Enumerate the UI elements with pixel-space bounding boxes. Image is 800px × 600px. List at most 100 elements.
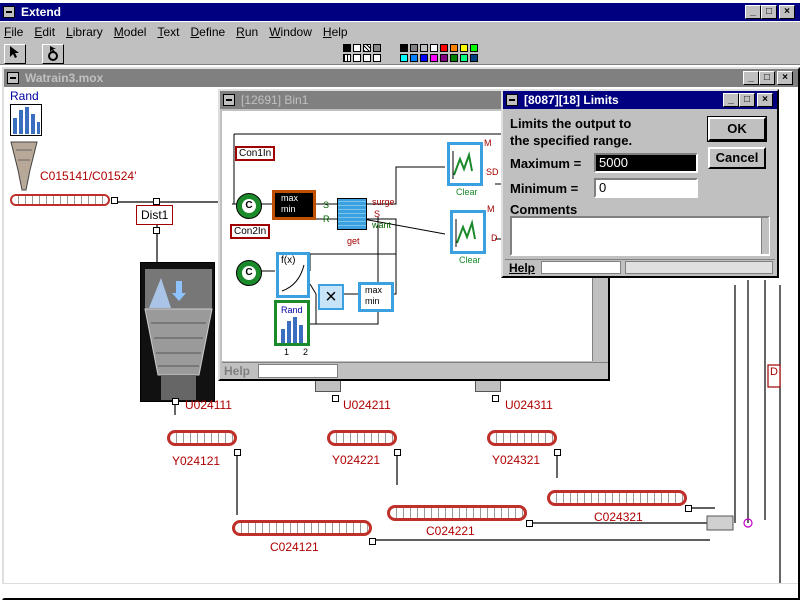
menu-window[interactable]: Window <box>269 24 312 39</box>
system-menu-icon[interactable] <box>506 94 518 106</box>
rand-histogram-icon[interactable] <box>10 104 42 136</box>
pattern-swatch[interactable] <box>353 44 361 52</box>
pattern-palette[interactable] <box>343 44 393 64</box>
menu-text[interactable]: Text <box>157 24 180 39</box>
minimize-icon[interactable]: _ <box>745 5 761 19</box>
help-text-field[interactable] <box>258 364 338 378</box>
output-port[interactable] <box>111 197 118 204</box>
maximize-icon[interactable]: □ <box>739 93 755 107</box>
max-min-block-2[interactable]: max min <box>358 282 394 312</box>
menu-file[interactable]: File <box>4 24 24 39</box>
output-port[interactable] <box>685 505 692 512</box>
comments-textarea[interactable] <box>510 216 770 256</box>
maximize-icon[interactable]: □ <box>759 71 775 85</box>
conveyor-y024321[interactable] <box>487 430 557 446</box>
con1in-connector[interactable]: Con1In <box>235 146 276 161</box>
equation-block[interactable]: f(x) <box>276 252 310 298</box>
maximize-icon[interactable]: □ <box>761 5 777 19</box>
max-min-block-1[interactable]: max min <box>272 190 316 220</box>
output-port[interactable] <box>369 538 376 545</box>
color-swatch[interactable] <box>470 44 478 52</box>
color-swatch[interactable] <box>410 54 418 62</box>
conveyor-y024221[interactable] <box>327 430 397 446</box>
minimize-icon[interactable]: _ <box>723 93 739 107</box>
pattern-swatch[interactable] <box>353 54 361 62</box>
conveyor-y024121[interactable] <box>167 430 237 446</box>
output-port[interactable] <box>153 227 160 234</box>
close-icon[interactable]: × <box>779 5 795 19</box>
color-swatch[interactable] <box>430 44 438 52</box>
menu-help[interactable]: Help <box>322 24 348 39</box>
pattern-swatch[interactable] <box>363 54 371 62</box>
help-button[interactable]: Help <box>224 364 251 378</box>
comments-scrollbar[interactable] <box>761 218 769 254</box>
pattern-swatch[interactable] <box>343 54 351 62</box>
con2in-connector[interactable]: Con2In <box>230 224 271 239</box>
color-swatch[interactable] <box>420 44 428 52</box>
help-scrollbar[interactable] <box>625 261 773 274</box>
conveyor-c024221[interactable] <box>387 505 527 521</box>
output-port[interactable] <box>554 449 561 456</box>
minimum-field[interactable]: 0 <box>594 178 698 198</box>
ok-button[interactable]: OK <box>707 116 767 142</box>
color-swatch[interactable] <box>460 54 468 62</box>
menu-run[interactable]: Run <box>236 24 259 39</box>
system-menu-icon[interactable] <box>7 72 19 84</box>
u024211-hopper[interactable] <box>315 380 341 392</box>
pattern-swatch[interactable] <box>363 44 371 52</box>
help-button[interactable]: Help <box>509 261 536 275</box>
constant-block-1[interactable]: C <box>236 193 262 219</box>
cancel-button[interactable]: Cancel <box>708 147 766 169</box>
color-swatch[interactable] <box>440 54 448 62</box>
pattern-swatch[interactable] <box>373 44 381 52</box>
maximum-field[interactable]: 5000 <box>594 153 698 173</box>
color-swatch[interactable] <box>400 54 408 62</box>
source-conveyor[interactable] <box>10 194 110 206</box>
close-icon[interactable]: × <box>757 93 773 107</box>
pattern-swatch[interactable] <box>343 44 351 52</box>
menu-model[interactable]: Model <box>113 24 147 39</box>
rand-block[interactable]: Rand <box>274 300 310 346</box>
arrow-cursor-icon[interactable] <box>4 44 26 64</box>
bin-image[interactable] <box>140 262 215 402</box>
link-tool-icon[interactable] <box>42 44 64 64</box>
multiply-block[interactable]: × <box>318 284 344 310</box>
conveyor-c024121[interactable] <box>232 520 372 536</box>
color-swatch[interactable] <box>420 54 428 62</box>
minimize-icon[interactable]: _ <box>743 71 759 85</box>
u024311-hopper[interactable] <box>475 380 501 392</box>
conveyor-label-c024121: C024121 <box>270 540 319 554</box>
bin-logic-block[interactable] <box>337 198 367 230</box>
horizontal-scrollbar[interactable] <box>2 583 798 598</box>
color-swatch[interactable] <box>460 44 468 52</box>
menu-library[interactable]: Library <box>66 24 103 39</box>
input-port[interactable] <box>153 198 160 205</box>
color-swatch[interactable] <box>470 54 478 62</box>
output-port[interactable] <box>234 449 241 456</box>
output-port[interactable] <box>332 395 339 402</box>
color-palette[interactable] <box>400 44 486 64</box>
system-menu-icon[interactable] <box>223 94 235 106</box>
plotter-block-2[interactable] <box>450 210 486 254</box>
color-swatch[interactable] <box>440 44 448 52</box>
plotter-block-1[interactable] <box>447 142 483 186</box>
pattern-swatch[interactable] <box>373 54 381 62</box>
help-text-field[interactable] <box>541 261 621 274</box>
dist1-block[interactable]: Dist1 <box>136 205 174 225</box>
conveyor-c024321[interactable] <box>547 490 687 506</box>
output-port[interactable] <box>492 395 499 402</box>
output-port[interactable] <box>172 398 179 405</box>
output-port[interactable] <box>526 520 533 527</box>
color-swatch[interactable] <box>450 54 458 62</box>
constant-block-2[interactable]: C <box>236 260 262 286</box>
source-hopper[interactable] <box>8 140 40 195</box>
menu-edit[interactable]: Edit <box>34 24 56 39</box>
color-swatch[interactable] <box>430 54 438 62</box>
color-swatch[interactable] <box>400 44 408 52</box>
output-port[interactable] <box>394 449 401 456</box>
close-icon[interactable]: × <box>777 71 793 85</box>
menu-define[interactable]: Define <box>190 24 226 39</box>
system-menu-icon[interactable] <box>3 6 15 18</box>
color-swatch[interactable] <box>450 44 458 52</box>
color-swatch[interactable] <box>410 44 418 52</box>
